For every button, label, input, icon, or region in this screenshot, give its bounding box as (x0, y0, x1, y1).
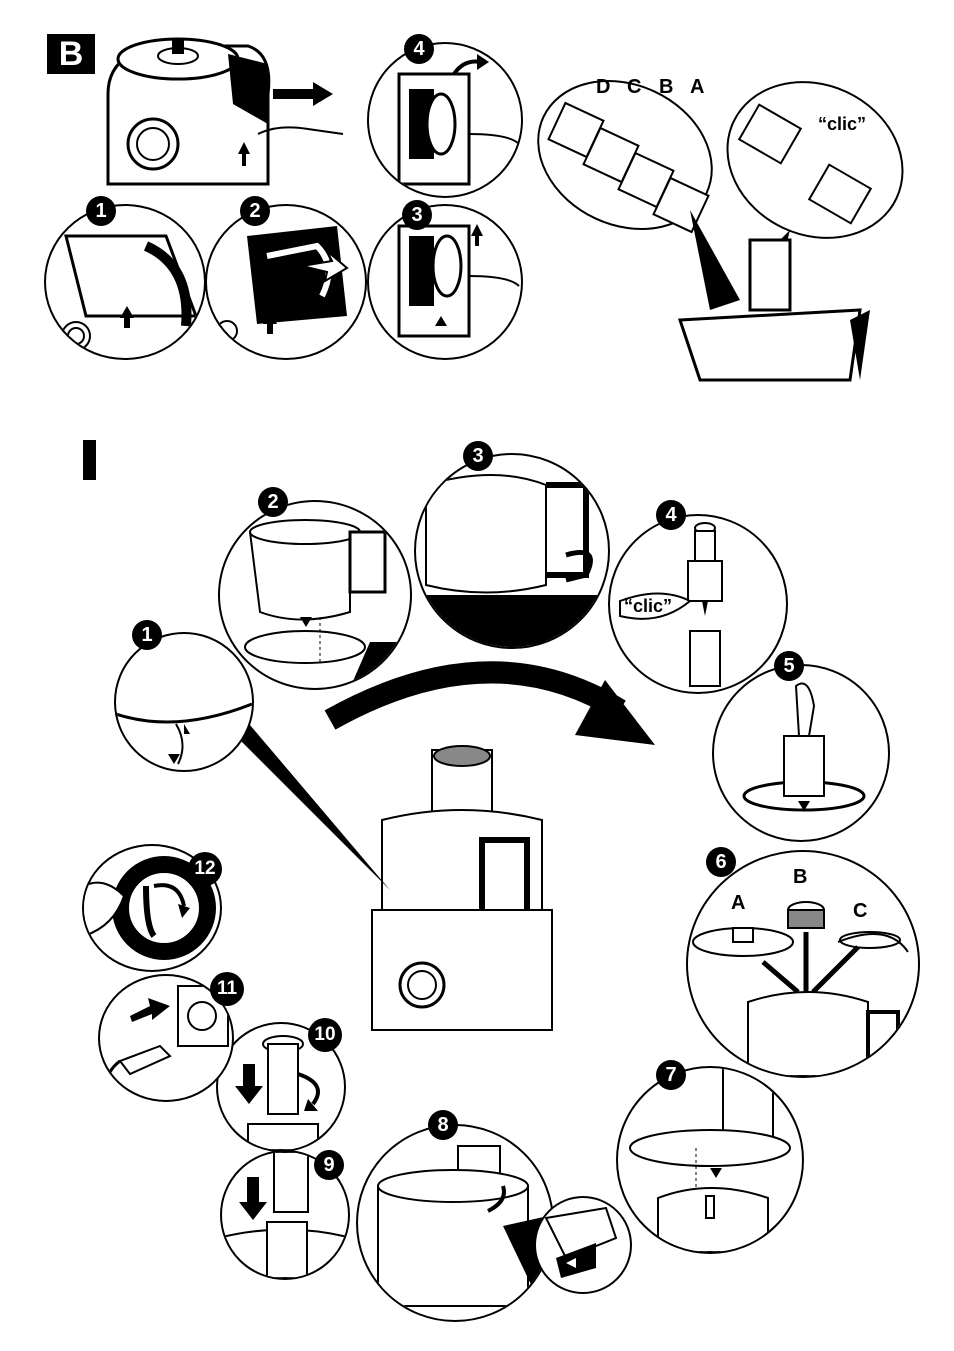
i-step-7-panel (616, 1066, 804, 1254)
b-blade-label-b: B (659, 76, 673, 99)
b-step-4-panel (367, 42, 523, 198)
b-blade-label-d: D (596, 76, 610, 99)
b-blade-label-a: A (690, 76, 704, 99)
i-step-5-number: 5 (774, 651, 804, 681)
b-step-3-number: 3 (402, 200, 432, 230)
b-step-1-number: 1 (86, 196, 116, 226)
b-step-2-number: 2 (240, 196, 270, 226)
i-step-10-number: 10 (308, 1018, 342, 1052)
i-step-6-number: 6 (706, 847, 736, 877)
i-clic-label: “clic” (624, 596, 672, 617)
b-blade-label-c: C (627, 76, 641, 99)
i-step-8-inset-panel (534, 1196, 632, 1294)
section-b-label: B (47, 34, 95, 74)
i-step-9-number: 9 (314, 1150, 344, 1180)
i-step-11-number: 11 (210, 972, 244, 1006)
i-step-2-number: 2 (258, 487, 288, 517)
b-step-3-panel (367, 204, 523, 360)
b-step-1-panel (44, 204, 206, 360)
i-blade-label-c: C (853, 900, 867, 923)
i-step-5-panel (712, 664, 890, 842)
food-processor-base-illustration (98, 34, 348, 194)
i-step-8-number: 8 (428, 1110, 458, 1140)
i-step-1-number: 1 (132, 620, 162, 650)
i-step-12-number: 12 (188, 852, 222, 886)
i-step-8-panel (356, 1124, 554, 1322)
i-step-7-number: 7 (656, 1060, 686, 1090)
b-clic-label: “clic” (818, 114, 866, 135)
i-blade-label-b: B (793, 866, 807, 889)
b-step-2-panel (205, 204, 367, 360)
i-step-3-panel (414, 453, 610, 649)
i-step-2-panel (218, 500, 412, 690)
b-step-4-number: 4 (404, 34, 434, 64)
i-step-4-number: 4 (656, 500, 686, 530)
section-i-label (83, 440, 96, 480)
i-blade-label-a: A (731, 892, 745, 915)
i-step-3-number: 3 (463, 441, 493, 471)
